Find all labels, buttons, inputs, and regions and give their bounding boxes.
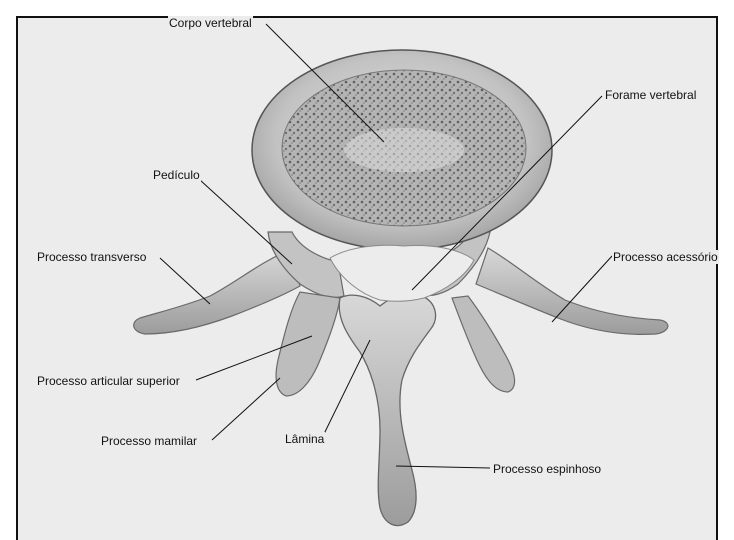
label-processo-mamilar: Processo mamilar bbox=[100, 434, 198, 448]
label-corpo-vertebral: Corpo vertebral bbox=[168, 16, 253, 30]
left-superior-articular-process bbox=[276, 292, 340, 396]
label-processo-articular-superior: Processo articular superior bbox=[36, 374, 181, 388]
right-superior-articular-process bbox=[452, 296, 515, 392]
label-processo-acessorio: Processo acessório bbox=[612, 250, 719, 264]
label-processo-transverso: Processo transverso bbox=[36, 250, 147, 264]
label-forame-vertebral: Forame vertebral bbox=[604, 88, 697, 102]
vertebral-foramen bbox=[330, 245, 474, 301]
left-transverse-process bbox=[134, 250, 300, 334]
label-lamina: Lâmina bbox=[284, 432, 325, 446]
lamina-and-spinous-process bbox=[339, 294, 435, 526]
label-pediculo: Pedículo bbox=[152, 168, 201, 182]
label-processo-espinhoso: Processo espinhoso bbox=[492, 462, 602, 476]
